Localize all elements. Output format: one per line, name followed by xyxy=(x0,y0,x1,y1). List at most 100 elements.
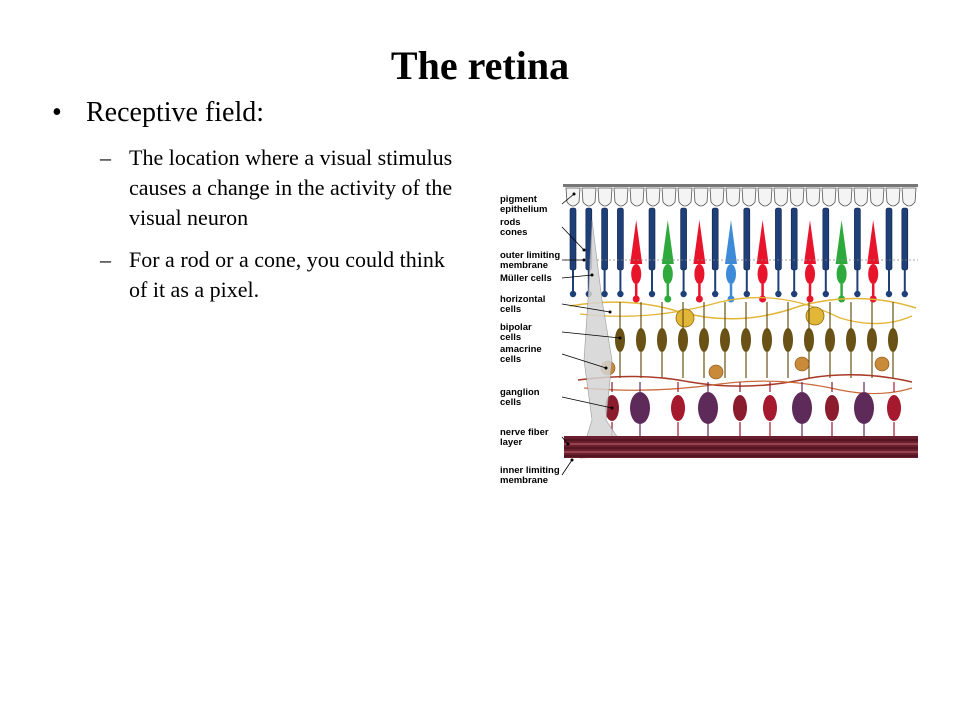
epithelium-cell xyxy=(757,187,773,207)
rod-cell xyxy=(885,207,893,271)
label-arrow-head xyxy=(582,258,586,262)
rod-terminal xyxy=(743,290,750,298)
diagram-label-line: pigment xyxy=(500,194,538,205)
bipolar-cell-body xyxy=(867,328,877,352)
cone-inner-segment xyxy=(631,264,642,284)
epithelium-cell xyxy=(693,187,709,207)
diagram-label-line: nerve fiber xyxy=(500,427,549,438)
rod-terminal xyxy=(901,290,908,298)
nerve-fiber-band xyxy=(564,436,918,458)
ganglion-cell-body xyxy=(763,395,777,421)
epithelium-cell xyxy=(565,187,581,207)
amacrine-cell-body xyxy=(708,364,724,380)
subbullet-pixel: – For a rod or a cone, you could think o… xyxy=(100,245,460,305)
ganglion-cell-body xyxy=(698,392,718,424)
cone-outer-segment xyxy=(804,220,816,264)
epithelium-cell xyxy=(853,187,869,207)
rod-terminal xyxy=(617,290,624,298)
rod-cell xyxy=(711,207,719,271)
label-arrows xyxy=(561,192,622,476)
bipolar-cell-body xyxy=(804,328,814,352)
dash-icon: – xyxy=(100,145,111,170)
epithelium-cell xyxy=(837,187,853,207)
rod-cell xyxy=(822,207,830,271)
epithelium-cell xyxy=(581,187,597,207)
epithelium-cell xyxy=(885,187,901,207)
diagram-label-line: horizontal xyxy=(500,294,545,305)
label-arrow-head xyxy=(570,458,574,462)
bipolar-cell-body xyxy=(741,328,751,352)
label-arrow-line xyxy=(561,226,585,251)
epithelium-cell xyxy=(661,187,677,207)
slide-title: The retina xyxy=(390,43,570,88)
ganglion-cell-body xyxy=(733,395,747,421)
cone-terminal xyxy=(695,295,703,303)
amacrine-process xyxy=(583,380,913,395)
bullet-text: Receptive field: xyxy=(86,97,265,128)
cone-inner-segment xyxy=(757,264,768,284)
rod-cell xyxy=(617,207,624,271)
epithelium-cell xyxy=(709,187,725,207)
rod-cell xyxy=(790,207,798,271)
epithelium-cell xyxy=(869,187,885,207)
pigment-epithelium-layer xyxy=(565,187,917,207)
rod-terminal xyxy=(885,290,893,298)
cone-terminal xyxy=(664,295,672,303)
horizontal-cell-body xyxy=(805,306,825,326)
label-arrow-line xyxy=(561,459,573,476)
bullet-dot: • xyxy=(52,97,62,128)
bipolar-cell-body xyxy=(846,328,856,352)
label-arrow-head xyxy=(572,192,576,196)
epithelium-cell xyxy=(741,187,757,207)
rod-cell xyxy=(648,207,656,271)
rod-cell xyxy=(601,207,608,271)
horizontal-cell-body xyxy=(675,308,695,328)
bipolar-cell-body xyxy=(783,328,793,352)
diagram-label-line: epithelium xyxy=(500,204,548,215)
cone-inner-segment xyxy=(805,264,815,284)
epithelium-cell xyxy=(613,187,629,207)
epithelium-cell xyxy=(725,187,741,207)
nerve-fiber-layer xyxy=(564,436,918,458)
subbullet-definition: – The location where a visual stimulus c… xyxy=(100,143,460,233)
cone-inner-segment xyxy=(868,264,879,284)
epithelium-cell xyxy=(773,187,789,207)
cone-inner-segment xyxy=(836,264,847,284)
diagram-label-line: cells xyxy=(500,354,521,365)
diagram-label-line: cells xyxy=(500,304,521,315)
subbullet-text: For a rod or a cone, you could think of … xyxy=(129,247,445,302)
cone-terminal xyxy=(806,295,814,303)
amacrine-cell-body xyxy=(874,356,890,372)
diagram-label-line: outer limiting xyxy=(500,250,560,261)
rod-terminal xyxy=(712,290,719,298)
rod-terminal xyxy=(648,290,656,298)
rod-cell xyxy=(901,207,909,271)
horizontal-process xyxy=(579,296,913,325)
cone-outer-segment xyxy=(756,220,769,264)
epithelium-cell xyxy=(677,187,693,207)
diagram-label-line: membrane xyxy=(500,260,548,271)
label-arrow-line xyxy=(561,331,621,339)
label-arrow-head xyxy=(582,248,586,252)
rod-terminal xyxy=(775,290,782,298)
diagram-label-line: layer xyxy=(500,437,522,448)
rod-terminal xyxy=(791,290,798,298)
diagram-label-line: Müller cells xyxy=(500,273,552,284)
label-arrow-line xyxy=(561,303,611,313)
label-arrow-line xyxy=(561,436,569,445)
epithelium-cell xyxy=(901,187,917,207)
rod-cell xyxy=(743,207,751,271)
rod-cell xyxy=(680,207,687,271)
cone-outer-segment xyxy=(835,220,848,264)
label-arrow-head xyxy=(610,406,614,410)
horizontal-process xyxy=(569,297,917,320)
bipolar-cell-body xyxy=(762,328,772,352)
epithelium-cell xyxy=(629,187,645,207)
